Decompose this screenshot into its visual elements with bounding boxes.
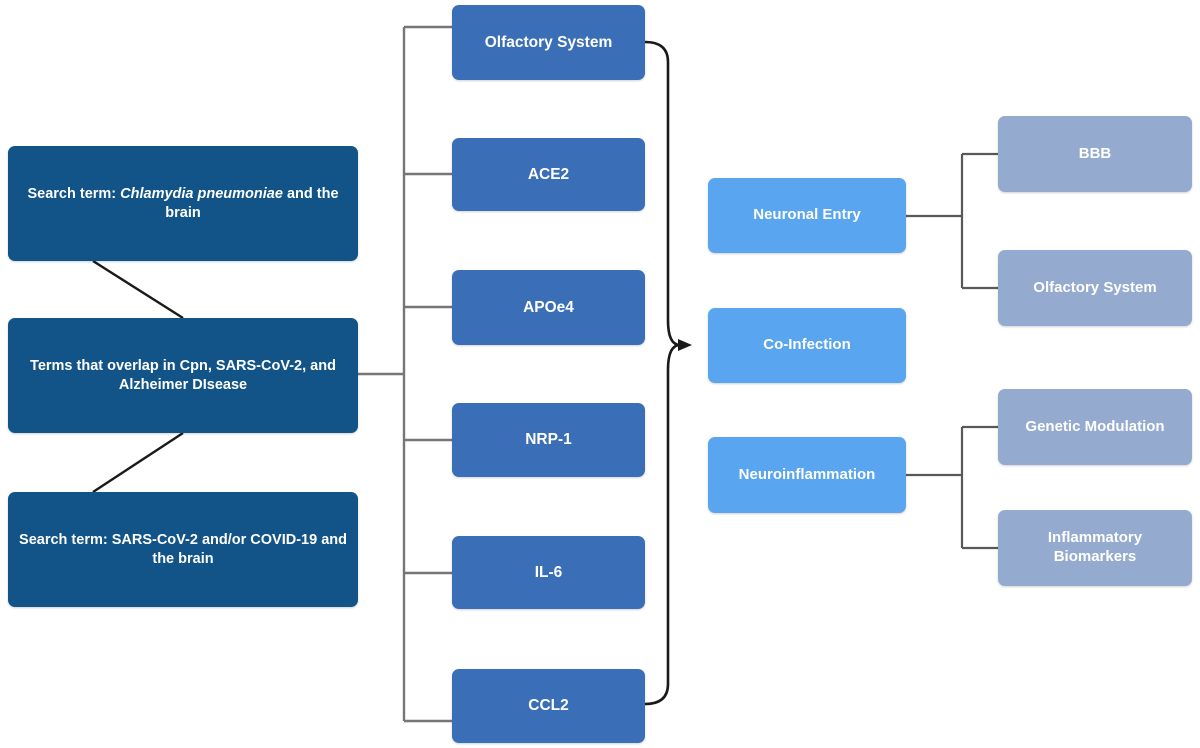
inflammatory-biomarkers-label: Inflammatory Biomarkers (1047, 529, 1143, 565)
search-term-chlamydia-node[interactable]: Search term: Chlamydia pneumoniae and th… (8, 146, 358, 261)
overlapping-terms-label: Terms that overlap in Cpn, SARS-CoV-2, a… (30, 358, 336, 393)
connector-overlap-to-sars (92, 431, 184, 494)
ace2-node[interactable]: ACE2 (452, 138, 645, 211)
neuronal-entry-label: Neuronal Entry (753, 206, 861, 224)
olfactory-system-right-node[interactable]: Olfactory System (998, 250, 1192, 326)
olfactory-system-right-label: Olfactory System (1033, 278, 1157, 296)
inflammatory-biomarkers-node[interactable]: Inflammatory Biomarkers (998, 510, 1192, 586)
neuroinflammation-node[interactable]: Neuroinflammation (708, 437, 906, 513)
apoe4-label: APOe4 (523, 298, 574, 316)
brace-arrow-tip (678, 339, 692, 351)
genetic-modulation-label: Genetic Modulation (1025, 417, 1165, 435)
overlapping-terms-node[interactable]: Terms that overlap in Cpn, SARS-CoV-2, a… (8, 318, 358, 433)
curly-brace-middle-to-mechanisms (643, 40, 681, 706)
il-6-label: IL-6 (534, 563, 563, 581)
co-infection-node[interactable]: Co-Infection (708, 308, 906, 383)
search-term-sars-node[interactable]: Search term: SARS-CoV-2 and/or COVID-19 … (8, 492, 358, 607)
neuroinflammation-label: Neuroinflammation (738, 465, 876, 483)
search-term-chlamydia-label: Search term: Chlamydia pneumoniae and th… (27, 186, 339, 221)
olfactory-system-node[interactable]: Olfactory System (452, 5, 645, 80)
il-6-node[interactable]: IL-6 (452, 536, 645, 609)
nrp-1-label: NRP-1 (525, 431, 572, 449)
ace2-label: ACE2 (527, 165, 570, 183)
bbb-node[interactable]: BBB (998, 116, 1192, 192)
ccl2-label: CCL2 (528, 697, 569, 715)
search-term-sars-label: Search term: SARS-CoV-2 and/or COVID-19 … (19, 532, 347, 567)
nrp-1-node[interactable]: NRP-1 (452, 403, 645, 477)
apoe4-node[interactable]: APOe4 (452, 270, 645, 345)
co-infection-label: Co-Infection (763, 336, 851, 354)
olfactory-system-label: Olfactory System (484, 33, 613, 51)
connector-chlamydia-to-overlap (92, 259, 184, 320)
bbb-label: BBB (1078, 144, 1112, 162)
genetic-modulation-node[interactable]: Genetic Modulation (998, 389, 1192, 465)
neuronal-entry-node[interactable]: Neuronal Entry (708, 178, 906, 253)
ccl2-node[interactable]: CCL2 (452, 669, 645, 743)
